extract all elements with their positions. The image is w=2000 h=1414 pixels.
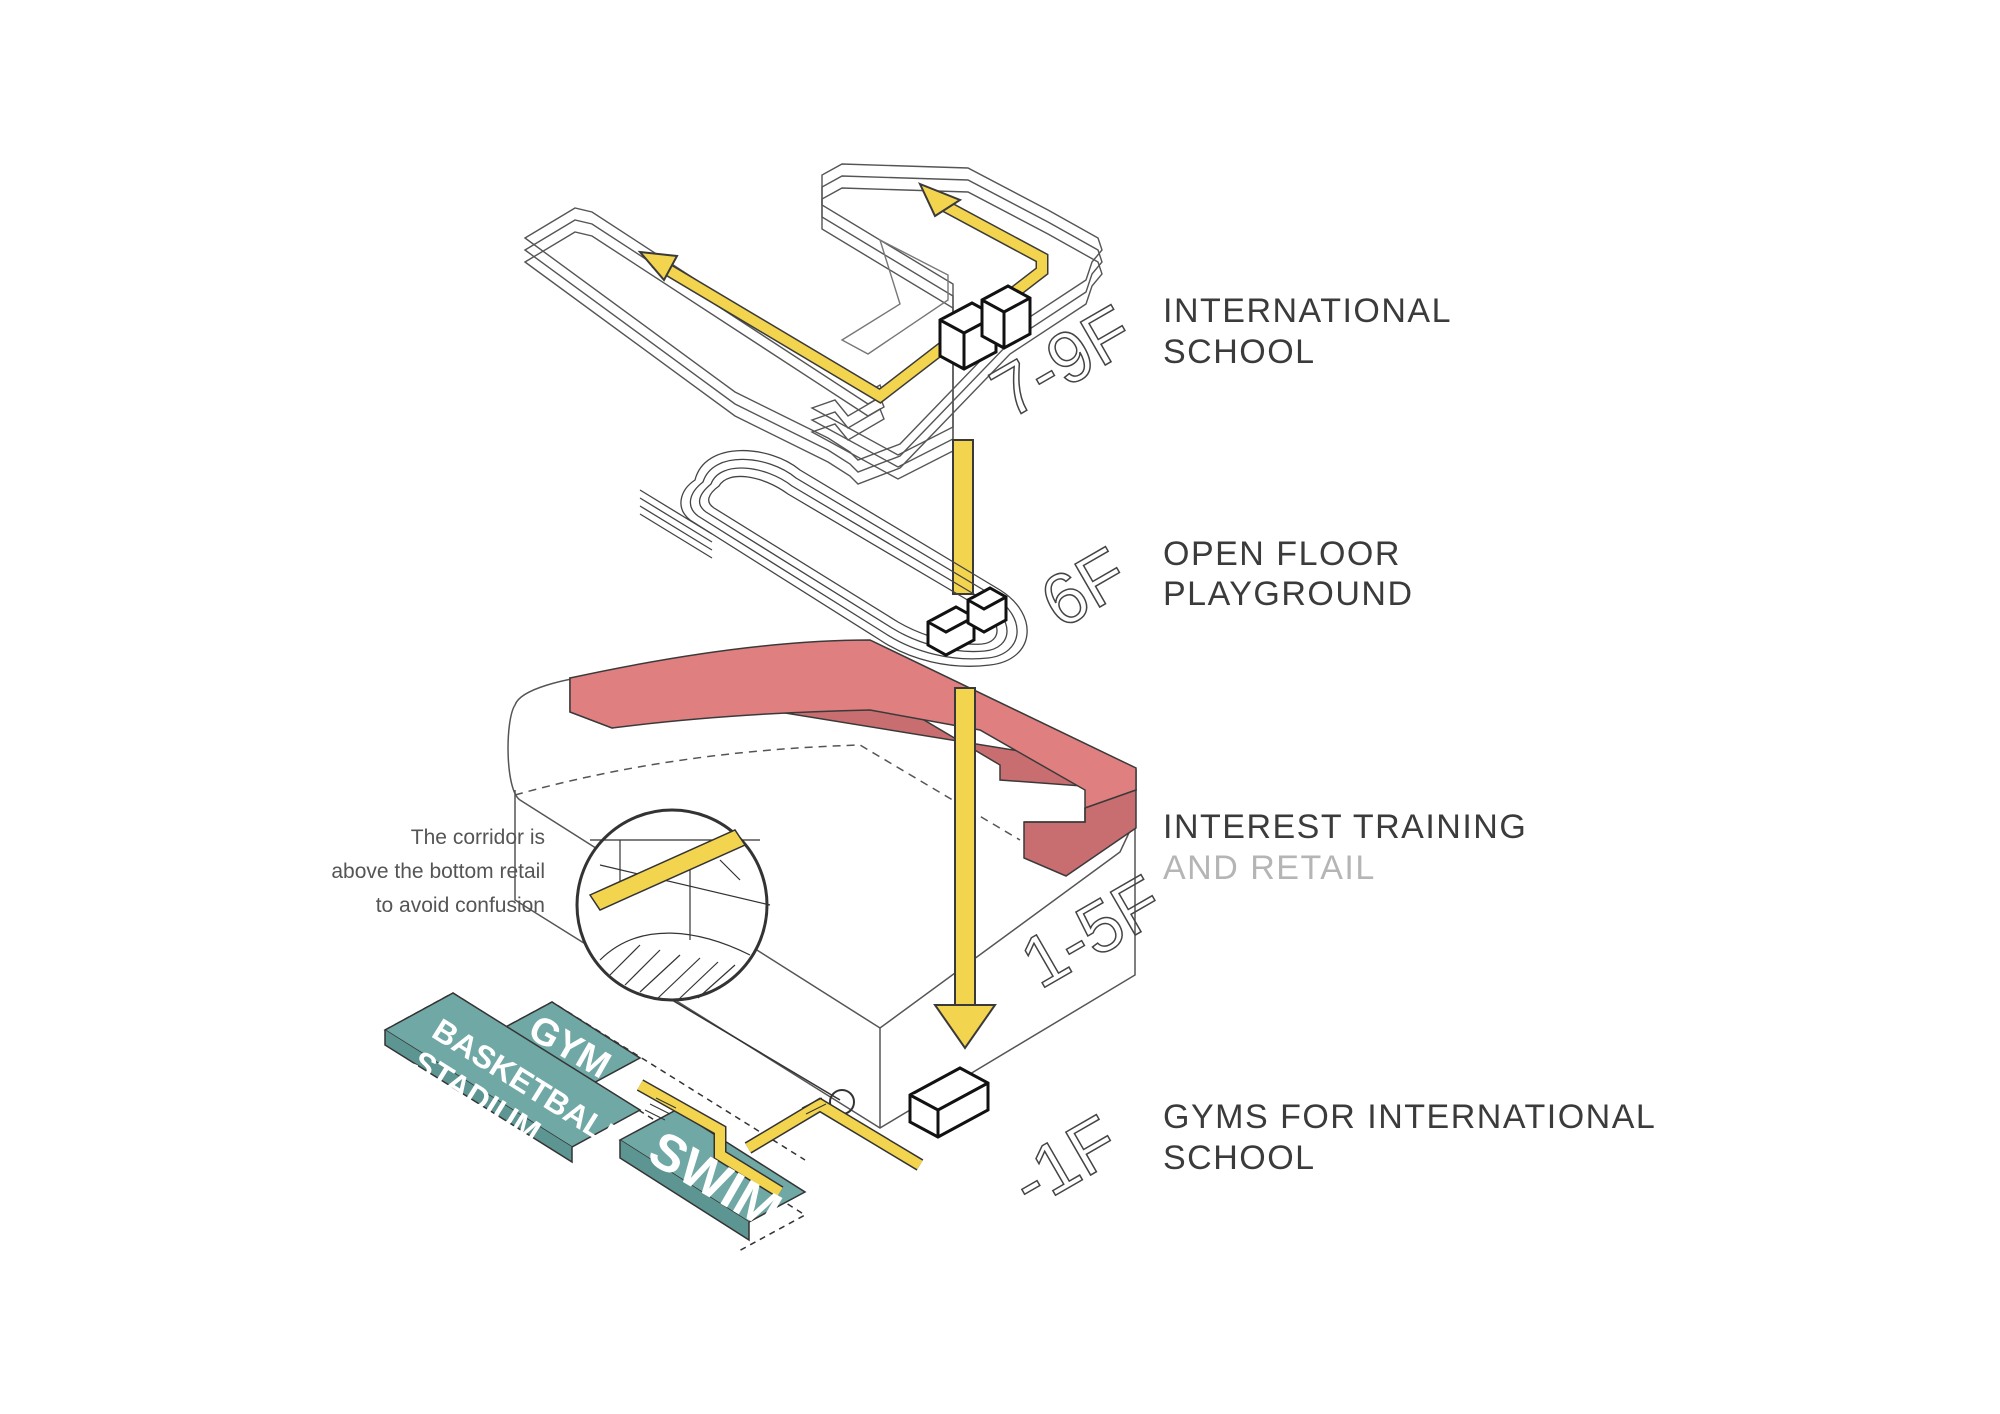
running-track [639, 449, 1028, 667]
label-gyms-line-1: GYMS FOR INTERNATIONAL [1163, 1098, 1656, 1136]
label-training-line-2: AND RETAIL [1163, 849, 1376, 887]
level-label-minus-1f: -1F [998, 1101, 1132, 1224]
retail-block [507, 647, 1136, 1129]
annotation-line-1: The corridor is [411, 826, 545, 849]
basement-stair-core [908, 1066, 990, 1139]
level-label-1-5f: 1-5F [1008, 861, 1176, 1004]
floor-labels: INTERNATIONAL SCHOOL OPEN FLOOR PLAYGROU… [1163, 292, 1656, 1177]
label-playground-line-2: PLAYGROUND [1163, 575, 1414, 613]
school-arrowheads [637, 182, 963, 282]
vertical-circulation-upper [952, 439, 974, 595]
school-stair-cores [938, 284, 1032, 371]
detail-callout [575, 808, 855, 1115]
label-school-line-1: INTERNATIONAL [1163, 292, 1452, 330]
annotation-line-2: above the bottom retail [331, 860, 545, 883]
vertical-circulation-lower [933, 687, 997, 1050]
basketball-room [383, 992, 642, 1164]
label-gyms-line-2: SCHOOL [1163, 1139, 1316, 1177]
corridor-bridge [569, 639, 1137, 877]
label-training-line-1: INTEREST TRAINING [1163, 808, 1527, 846]
playground-stair-cores [926, 586, 1008, 657]
gym-stair-hatch [644, 1097, 827, 1121]
label-school-line-2: SCHOOL [1163, 333, 1316, 371]
gym-circulation-path [636, 1079, 924, 1198]
school-circulation-path [651, 194, 1049, 404]
label-playground-line-1: OPEN FLOOR [1163, 535, 1401, 573]
corridor-annotation: The corridor is above the bottom retail … [331, 826, 545, 917]
swim-room [618, 1109, 807, 1242]
level-label-6f: 6F [1028, 533, 1141, 644]
annotation-line-3: to avoid confusion [376, 894, 545, 917]
